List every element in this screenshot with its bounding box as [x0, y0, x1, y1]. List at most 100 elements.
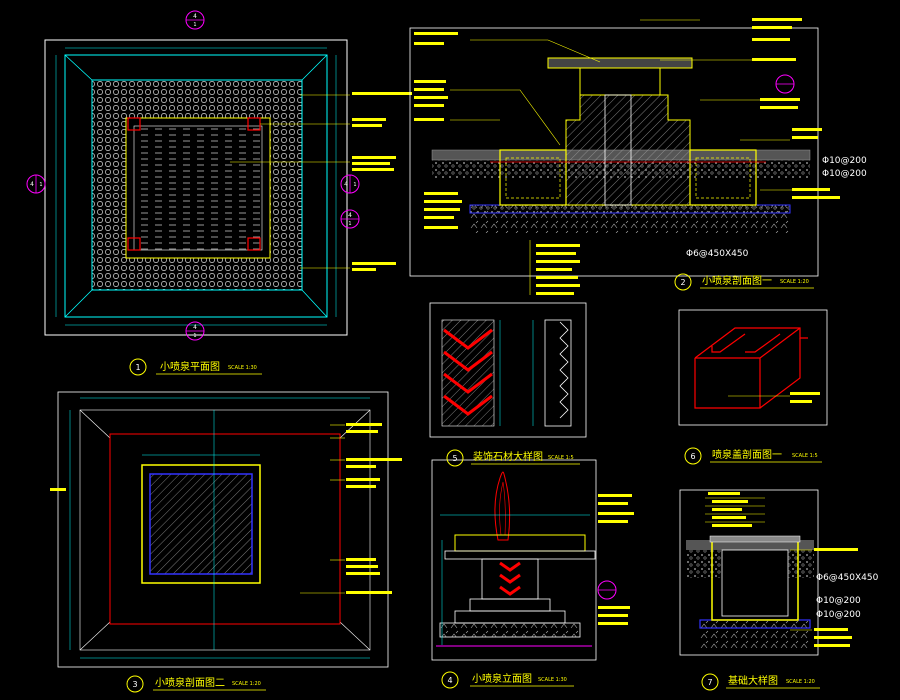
dim-rebar-4: Φ10@200 [816, 596, 861, 606]
cover-block [694, 327, 808, 409]
plan-bevel-lines [64, 54, 328, 318]
section-1-column [604, 94, 632, 206]
foundation-soil [700, 620, 810, 648]
elevation-callout-mark [597, 580, 617, 600]
section-1-base-slab [469, 204, 791, 214]
elevation-water-spray-inner [499, 481, 506, 536]
section-1-cap-base [579, 67, 661, 96]
title-7-num: 7 [707, 678, 712, 687]
title-5: 5 装饰石材大样图 SCALE 1:5 [446, 449, 580, 467]
section-mark-top-ref: 1 [193, 22, 196, 28]
title-1-scale: SCALE 1:30 [228, 365, 257, 371]
plan-corner-posts [127, 117, 261, 251]
title-7-text: 基础大样图 [728, 674, 778, 687]
plan-outer-edge [64, 54, 328, 318]
title-1: 1 小喷泉平面图 SCALE 1:30 [129, 358, 262, 376]
plan-view: 4 1 4 1 4 1 4 1 4 1 [26, 10, 412, 341]
title-1-text: 小喷泉平面图 [160, 360, 220, 373]
title-2: 2 小喷泉剖面图一 SCALE 1:20 [674, 273, 814, 291]
section-1-annotation-text [414, 18, 840, 295]
plan-dimension-lines [55, 47, 337, 326]
section-1-liner-right [695, 157, 751, 199]
section-2-wall [141, 464, 261, 584]
plan-frame [44, 39, 348, 336]
title-4-scale: SCALE 1:30 [538, 677, 567, 683]
section-2-leaders [300, 424, 345, 594]
section-2-basin [149, 473, 253, 575]
section-mark-right-a: 4 1 [340, 174, 360, 194]
section-2-red-outline [109, 433, 341, 625]
title-6-scale: SCALE 1:5 [792, 453, 818, 459]
cover-section-frame [678, 309, 828, 426]
elevation-annotation-text [598, 494, 634, 625]
cover-section-view [678, 309, 828, 426]
title-5-scale: SCALE 1:5 [548, 455, 574, 461]
dim-rebar-3: Φ6@450X450 [816, 573, 879, 583]
stone-side-profile [559, 321, 569, 419]
cover-annotation-text [790, 392, 820, 403]
stone-chevrons [443, 328, 493, 416]
section-2-view [50, 391, 402, 668]
elevation-view [431, 459, 634, 661]
section-2-frame [57, 391, 389, 668]
section-mark-bottom: 4 1 [185, 321, 205, 341]
title-3: 3 小喷泉剖面图二 SCALE 1:20 [126, 675, 266, 693]
section-1-central-pier [565, 94, 691, 206]
plan-annotation-text [352, 92, 412, 271]
section-2-outer-edge [79, 409, 371, 651]
stone-panel-side [544, 319, 572, 427]
foundation-detail-view: Φ6@450X450 Φ10@200 Φ10@200 [679, 489, 879, 656]
section-mark-left-ref: 1 [39, 182, 42, 188]
section-mark-right-b: 4 1 [340, 209, 360, 229]
title-2-scale: SCALE 1:20 [780, 279, 809, 285]
section-1-view: Φ10@200 Φ10@200 Φ6@450X450 [409, 18, 867, 295]
title-6-text: 喷泉盖剖面图一 [712, 448, 782, 461]
section-1-cap-stone [547, 57, 693, 69]
section-mark-bottom-ref: 1 [193, 333, 196, 339]
foundation-basin [721, 549, 789, 617]
dim-rebar-2: Φ10@200 [822, 169, 867, 179]
title-6: 6 喷泉盖剖面图一 SCALE 1:5 [684, 447, 822, 465]
title-3-num: 3 [132, 680, 137, 689]
stone-dimension-lines [499, 320, 534, 426]
foundation-frame [679, 489, 819, 656]
title-3-scale: SCALE 1:20 [232, 681, 261, 687]
plan-water-surface [133, 125, 263, 251]
title-7-scale: SCALE 1:20 [786, 679, 815, 685]
elevation-dimension-lines [440, 514, 590, 645]
elevation-pedestal-stripes [499, 561, 521, 596]
foundation-ground [686, 540, 814, 550]
dim-rebar-5: Φ10@200 [816, 610, 861, 620]
section-mark-top-num: 4 [193, 13, 197, 20]
title-7: 7 基础大样图 SCALE 1:20 [701, 673, 820, 691]
title-4-text: 小喷泉立面图 [472, 672, 532, 685]
title-3-text: 小喷泉剖面图二 [155, 676, 225, 689]
stone-panel-left [441, 319, 495, 427]
foundation-cap [709, 535, 801, 543]
section-mark-left-num: 4 [30, 181, 34, 188]
plan-leaders [230, 94, 350, 269]
section-mark-top: 4 1 [185, 10, 205, 30]
section-mark-right-a-num: 4 [344, 181, 348, 188]
elevation-frame [431, 459, 597, 661]
foundation-annotation-text [708, 492, 858, 647]
section-mark-right-a-ref: 1 [353, 182, 356, 188]
elevation-water-spray [494, 471, 511, 541]
title-2-text: 小喷泉剖面图一 [702, 274, 772, 287]
section-mark-right-b-ref: 1 [348, 221, 351, 227]
title-5-text: 装饰石材大样图 [473, 450, 543, 463]
stone-detail-frame [429, 302, 587, 438]
elevation-base-2 [454, 610, 566, 624]
section-1-liner-left [505, 157, 561, 199]
title-4-num: 4 [447, 676, 452, 685]
section-2-dimension-lines [69, 397, 370, 659]
title-1-num: 1 [135, 363, 140, 372]
title-4: 4 小喷泉立面图 SCALE 1:30 [441, 671, 574, 689]
section-1-callout-mark [775, 74, 795, 94]
dim-column: Φ6@450X450 [686, 249, 749, 259]
section-1-frame [409, 27, 819, 277]
title-2-num: 2 [680, 278, 685, 287]
stone-detail-view [429, 302, 587, 438]
elevation-bowl-rim [444, 550, 596, 560]
